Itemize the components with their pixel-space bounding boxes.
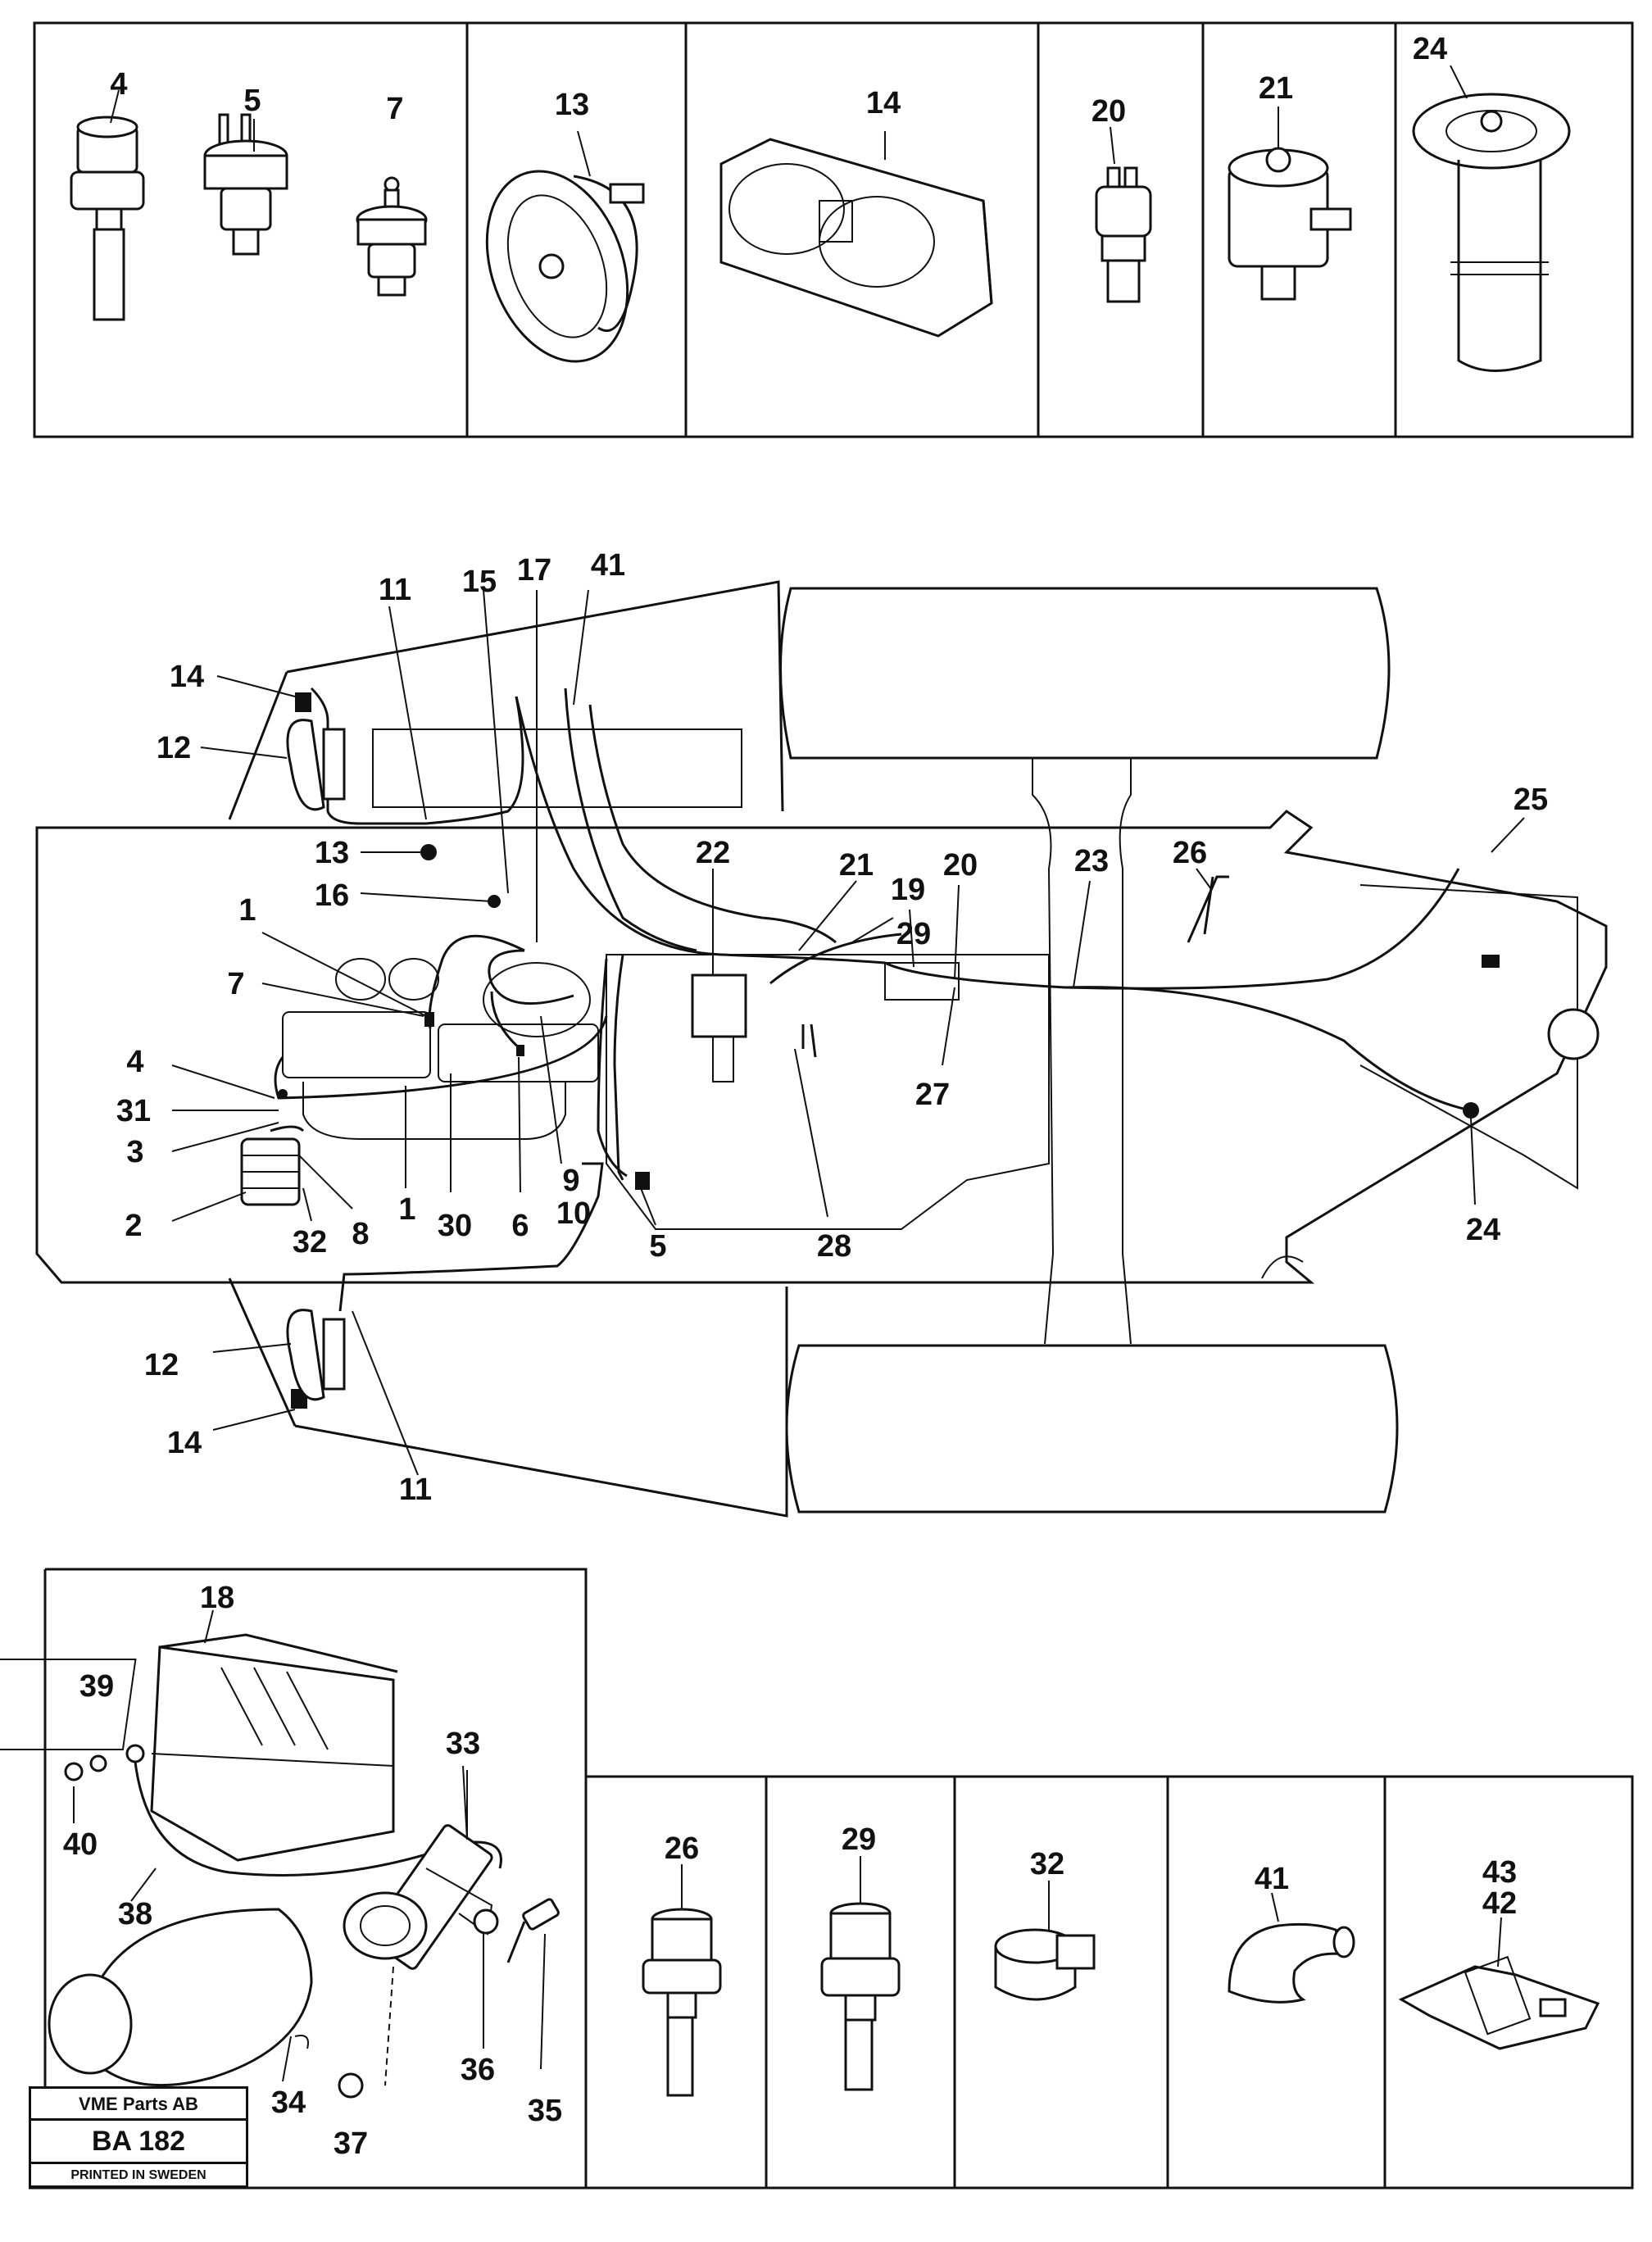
part-41-rubber-boot xyxy=(1228,1892,1355,2004)
callout-29: 29 xyxy=(896,917,931,951)
vehicle-outline xyxy=(35,580,1608,1518)
callout-br-29: 29 xyxy=(842,1822,876,1857)
callout-4: 4 xyxy=(126,1045,143,1079)
callout-7: 7 xyxy=(227,967,244,1001)
callout-br-26: 26 xyxy=(665,1831,699,1866)
title-block: VME Parts AB BA 182 PRINTED IN SWEDEN xyxy=(29,2086,248,2188)
callout-br-42: 42 xyxy=(1482,1886,1517,1921)
callout-27: 27 xyxy=(915,1078,950,1112)
callout-bl-40: 40 xyxy=(63,1827,98,1862)
callout-top-5: 5 xyxy=(243,84,261,118)
top-row-callouts: 4 5 7 13 14 20 21 24 xyxy=(110,32,1447,129)
callout-25: 25 xyxy=(1514,783,1548,817)
main-callouts: 11 15 17 41 14 12 13 16 1 7 4 31 3 2 32 … xyxy=(116,548,1548,1507)
callout-10: 10 xyxy=(556,1196,591,1231)
callout-top-24: 24 xyxy=(1413,32,1447,66)
part-20-sensor xyxy=(1095,126,1152,303)
callout-top-14: 14 xyxy=(866,86,901,120)
callout-24: 24 xyxy=(1466,1213,1500,1247)
callout-28: 28 xyxy=(817,1229,851,1264)
callout-20: 20 xyxy=(943,848,978,883)
callout-bl-35: 35 xyxy=(528,2094,562,2128)
part-21-solenoid-valve xyxy=(1228,107,1352,301)
callout-top-21: 21 xyxy=(1259,71,1293,106)
callout-11-upper: 11 xyxy=(379,573,411,607)
part-42-43-plug-connector xyxy=(1398,1917,1600,2050)
callout-13: 13 xyxy=(315,836,349,870)
callout-11-lower: 11 xyxy=(399,1473,432,1507)
fasteners xyxy=(338,1898,560,2099)
callout-bl-38: 38 xyxy=(118,1897,152,1931)
callout-top-7: 7 xyxy=(386,92,403,126)
callout-12-upper: 12 xyxy=(157,731,191,765)
callout-31: 31 xyxy=(116,1094,151,1128)
part-7-pressure-switch xyxy=(356,176,428,297)
callout-23: 23 xyxy=(1074,844,1109,878)
callout-bl-34: 34 xyxy=(271,2085,306,2120)
callout-top-13: 13 xyxy=(555,88,589,122)
callout-19: 19 xyxy=(891,873,925,907)
callout-5: 5 xyxy=(649,1229,666,1264)
title-block-code: BA 182 xyxy=(31,2121,246,2164)
callout-top-20: 20 xyxy=(1092,94,1126,129)
title-block-printed: PRINTED IN SWEDEN xyxy=(70,2168,206,2182)
part-34-boot xyxy=(48,1908,313,2087)
bottom-row-callouts: 26 29 32 41 43 42 xyxy=(665,1822,1517,1921)
part-5-pressure-switch xyxy=(203,113,288,256)
callout-15: 15 xyxy=(462,565,497,599)
callout-1-upper: 1 xyxy=(238,893,256,928)
part-26-sensor xyxy=(642,1864,722,2097)
callout-1-lower: 1 xyxy=(398,1192,415,1227)
callout-bl-36: 36 xyxy=(461,2053,495,2087)
callout-top-4: 4 xyxy=(110,67,127,102)
part-29-sensor xyxy=(820,1856,901,2091)
main-leader-lines xyxy=(171,589,1525,1476)
callout-9: 9 xyxy=(562,1164,579,1198)
callout-30: 30 xyxy=(438,1209,472,1243)
callout-bl-18: 18 xyxy=(200,1581,234,1615)
callout-14-lower: 14 xyxy=(167,1426,202,1460)
callout-bl-33: 33 xyxy=(446,1727,480,1761)
bottom-left-leaders xyxy=(73,1770,546,2082)
callout-26: 26 xyxy=(1173,836,1207,870)
callout-17: 17 xyxy=(517,553,551,588)
part-13-horn xyxy=(485,130,645,363)
part-24-fuel-level-sender xyxy=(1412,65,1571,372)
top-panel-row xyxy=(33,21,1634,438)
callout-br-43: 43 xyxy=(1482,1855,1517,1890)
callout-16: 16 xyxy=(315,878,349,913)
callout-32: 32 xyxy=(293,1225,327,1259)
part-38-cable xyxy=(64,1744,502,1877)
callout-22: 22 xyxy=(696,836,730,870)
title-block-company: VME Parts AB xyxy=(31,2090,246,2121)
callout-3: 3 xyxy=(126,1135,143,1169)
callout-2: 2 xyxy=(125,1209,142,1243)
bottom-left-callouts: 18 39 40 38 33 34 36 35 37 xyxy=(63,1581,562,2161)
callout-12-lower: 12 xyxy=(144,1348,179,1382)
wiring-harness xyxy=(240,687,1500,1409)
bottom-panel-row xyxy=(586,1775,1634,2190)
callout-8: 8 xyxy=(352,1217,369,1251)
callout-bl-39: 39 xyxy=(79,1669,114,1704)
part-32-connector-cap xyxy=(994,1881,1096,2001)
callout-6: 6 xyxy=(511,1209,529,1243)
part-14-rear-lamp xyxy=(719,131,993,338)
callout-41: 41 xyxy=(591,548,625,583)
callout-14-upper: 14 xyxy=(170,660,204,694)
callout-21: 21 xyxy=(839,848,874,883)
callout-br-41: 41 xyxy=(1255,1862,1289,1896)
callout-br-32: 32 xyxy=(1030,1847,1064,1881)
callout-bl-37: 37 xyxy=(334,2126,368,2161)
part-4-temperature-sensor xyxy=(70,89,145,321)
part-18-relay-box xyxy=(0,1609,398,1862)
bottom-left-inset xyxy=(29,1568,588,2190)
